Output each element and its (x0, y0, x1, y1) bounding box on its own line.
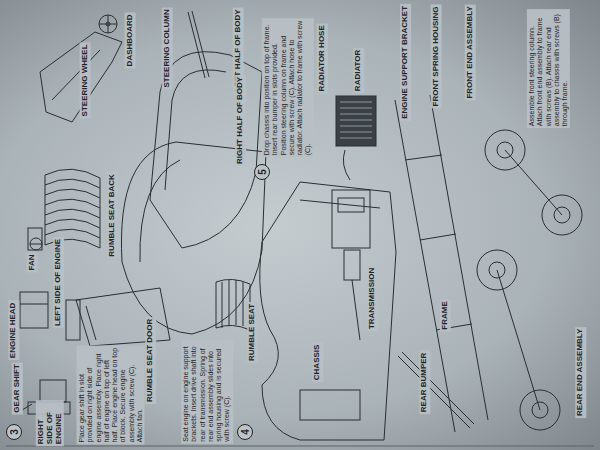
part-name: RADIATOR (353, 47, 364, 92)
part-name: CHASSIS (312, 342, 323, 382)
part-name: FRAME (440, 299, 451, 331)
part-name: STEERING WHEEL (80, 42, 91, 118)
part-name: RIGHT HALF OF BODY (235, 74, 246, 165)
instruction-text: Drop chassis into position on top of fra… (261, 18, 313, 157)
part-name: REAR BUMPER (419, 350, 430, 414)
part-name: DASHBOARD (125, 12, 136, 68)
part-name: GEAR SHIFT (12, 362, 23, 414)
part-name: FAN (27, 252, 38, 272)
part-name: REAR END ASSEMBLY (575, 326, 586, 417)
step-circle: 4 (237, 424, 253, 440)
part-name: ENGINE SUPPORT BRACKET (400, 4, 411, 121)
step-circle: 5 (254, 164, 270, 180)
part-name: TRANSMISSION (367, 265, 378, 330)
part-name: FRONT END ASSEMBLY (465, 4, 476, 100)
part-name: RUMBLE SEAT BACK (106, 172, 117, 259)
part-name: RADIATOR HOSE (317, 23, 328, 93)
instruction-text: Place gear shift in slot provided on rig… (76, 346, 144, 445)
step-number: 3 (9, 429, 20, 435)
part-name: RUMBLE SEAT DOOR (145, 316, 156, 403)
part-name: STEERING COLUMN (162, 7, 173, 89)
instruction-text: Assemble front steering column. Attach f… (526, 9, 569, 128)
part-name: LEFT SIDE OF ENGINE (53, 236, 64, 327)
instruction-text: Seat engine on engine support brackets. … (181, 340, 233, 444)
part-name: RUMBLE SEAT (247, 301, 258, 362)
step-circle: 3 (6, 424, 22, 440)
step-number: 5 (257, 169, 268, 175)
step-number: 4 (240, 429, 251, 435)
part-name: RIGHT SIDE OF ENGINE (36, 400, 64, 446)
part-name: ENGINE HEAD (8, 300, 19, 360)
part-name: FRONT SPRING HOUSING (431, 4, 442, 108)
